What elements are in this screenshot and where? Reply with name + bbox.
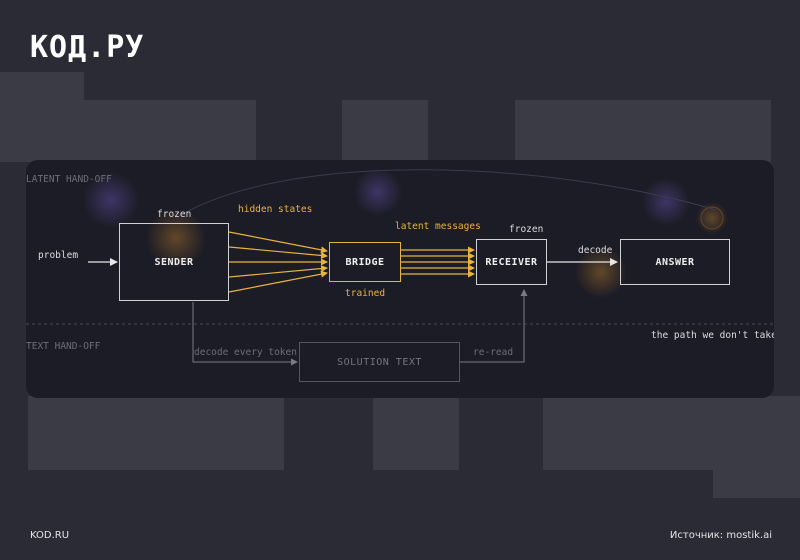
glow-ring — [700, 206, 724, 230]
decode-every-token-label: decode every token — [194, 347, 297, 358]
section-label-latent: LATENT HAND-OFF — [26, 174, 112, 185]
bg-block — [373, 396, 459, 470]
sender-node: SENDER — [119, 223, 229, 301]
bg-block — [84, 100, 256, 162]
latent-messages-label: latent messages — [395, 221, 481, 232]
bg-block — [0, 72, 84, 162]
decode-label: decode — [578, 245, 613, 256]
bridge-node: BRIDGE — [329, 242, 401, 282]
section-label-text: TEXT HAND-OFF — [26, 341, 101, 352]
path-note-label: the path we don't take — [651, 330, 774, 341]
problem-label: problem — [38, 250, 79, 261]
answer-node: ANSWER — [620, 239, 730, 285]
bg-block — [543, 396, 713, 470]
hidden-states-fan — [228, 231, 328, 293]
trained-label: trained — [345, 288, 386, 299]
background-arc — [175, 169, 717, 219]
glow — [83, 172, 139, 228]
bg-block — [28, 396, 284, 470]
decode-every-token-path — [192, 302, 298, 366]
footer-source: Источник: mostik.ai — [669, 530, 772, 541]
bg-block — [342, 100, 428, 162]
diagram-panel: LATENT HAND-OFF TEXT HAND-OFF problem fr… — [26, 160, 774, 398]
bg-block — [713, 396, 800, 498]
glow — [354, 168, 402, 216]
solution-text-node: SOLUTION TEXT — [299, 342, 460, 382]
footer-left: KOD.RU — [30, 530, 70, 541]
receiver-node: RECEIVER — [476, 239, 547, 285]
latent-messages-arrows — [401, 246, 475, 278]
hidden-states-label: hidden states — [238, 204, 313, 215]
brand-logo: КОД.РУ — [30, 30, 145, 65]
bg-block — [515, 100, 771, 162]
re-read-label: re-read — [473, 347, 514, 358]
re-read-path — [460, 289, 528, 363]
sender-frozen-label: frozen — [157, 209, 192, 220]
receiver-frozen-label: frozen — [509, 224, 544, 235]
glow — [642, 178, 690, 226]
